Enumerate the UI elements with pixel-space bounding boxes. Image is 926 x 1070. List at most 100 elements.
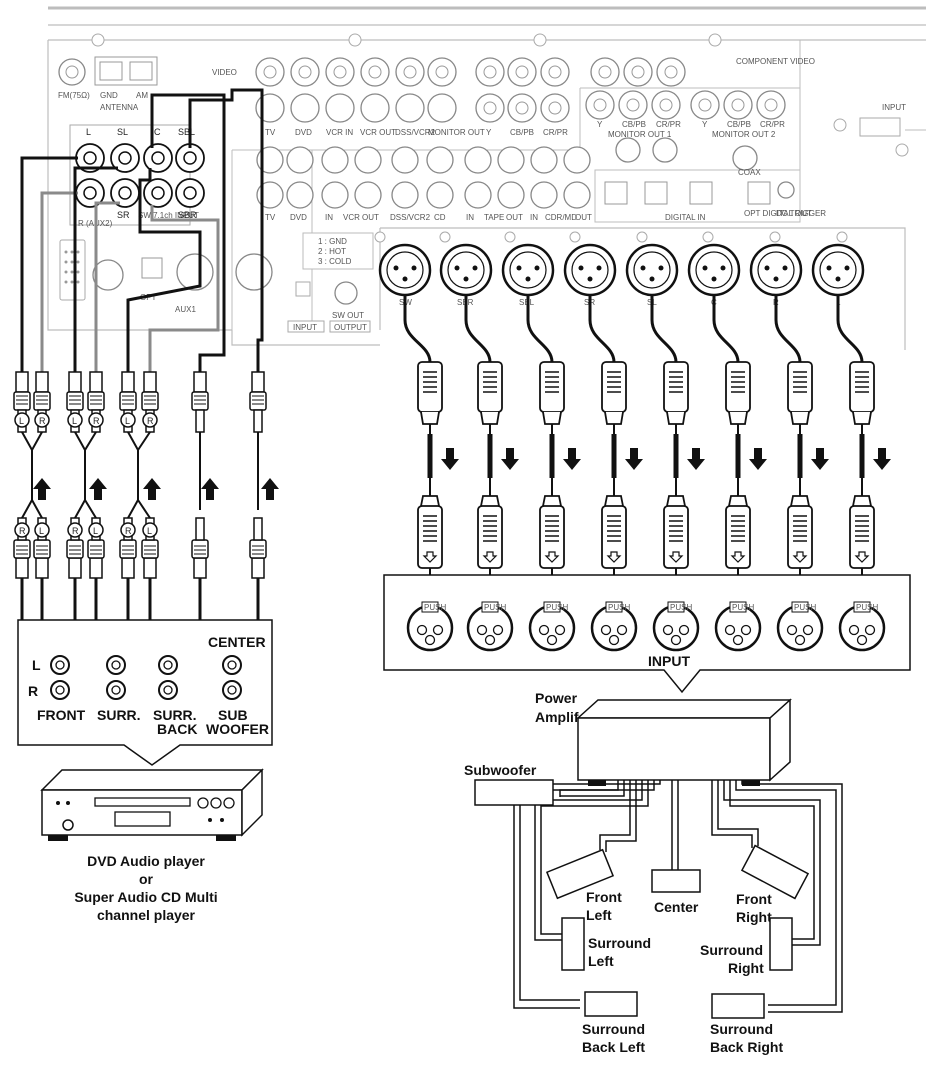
- amp-input-jack: PUSH: [590, 601, 638, 652]
- surround-right-label-1: Surround: [700, 942, 763, 958]
- amp-input-jack: PUSH: [528, 601, 576, 652]
- surround-back-right-label-1: Surround: [710, 1021, 773, 1037]
- amp-input-panel: PUSH PUSH PUSH PUSH PUSH PUSH PUSH PUSH …: [383, 574, 911, 694]
- speaker-surround-right: Surround Right: [700, 917, 793, 976]
- arrow-down-icon: [441, 448, 459, 470]
- player-caption: DVD Audio player or Super Audio CD Multi…: [74, 853, 217, 923]
- surround-right-label-2: Right: [728, 960, 764, 976]
- component-label-cb3: CB/PB: [727, 120, 751, 129]
- input-tag-left: INPUT: [293, 323, 317, 332]
- amp-input-label: INPUT: [648, 653, 690, 669]
- sub-label-2: WOOFER: [206, 721, 269, 737]
- amp-input-jack: PUSH: [838, 601, 886, 652]
- front-right-label-2: Right: [736, 909, 772, 925]
- audio-jack-cdr-in: IN: [530, 213, 538, 222]
- xlr-out-sbl: SBL: [501, 243, 555, 307]
- arrow-down-icon: [563, 448, 581, 470]
- plug-letter-l4: L: [39, 526, 44, 536]
- arrow-down-icon: [501, 448, 519, 470]
- plug-letter-r3: R: [147, 416, 154, 426]
- audio-jack-tape-out: OUT: [506, 213, 523, 222]
- antenna-gnd-label: GND: [100, 91, 118, 100]
- push-label: PUSH: [670, 603, 692, 612]
- push-label: PUSH: [546, 603, 568, 612]
- audio-jack-tape-in: IN: [466, 213, 474, 222]
- plug-letter-r4: R: [19, 526, 26, 536]
- front-right-label-1: Front: [736, 891, 772, 907]
- mc-label-sbr: SBR: [178, 210, 197, 220]
- plug-letter-r2: R: [93, 416, 100, 426]
- surround-back-left-label-1: Surround: [582, 1021, 645, 1037]
- audio-jack-cdr: CDR/MD: [545, 213, 577, 222]
- speaker-surround-back-left: Surround Back Left: [582, 991, 645, 1055]
- amp-input-jack: PUSH: [776, 601, 824, 652]
- player-caption-line-4: channel player: [97, 907, 196, 923]
- video-jack-dvd: DVD: [295, 128, 312, 137]
- player-caption-line-1: DVD Audio player: [87, 853, 205, 869]
- mc-label-c: C: [154, 127, 161, 137]
- xlr-out-l: L: [811, 243, 865, 307]
- arrow-up-icon: [89, 478, 107, 500]
- arrow-down-icon: [687, 448, 705, 470]
- speaker-subwoofer: Subwoofer: [464, 762, 554, 806]
- surround-left-label-1: Surround: [588, 935, 651, 951]
- front-left-label-2: Left: [586, 907, 612, 923]
- push-label: PUSH: [484, 603, 506, 612]
- audio-jack-vcr-out: OUT: [362, 213, 379, 222]
- video-jack-vcr-out: VCR OUT: [360, 128, 396, 137]
- arrow-down-icon: [625, 448, 643, 470]
- push-label: PUSH: [424, 603, 446, 612]
- arrow-down-icon: [811, 448, 829, 470]
- output-tag: OUTPUT: [334, 323, 367, 332]
- coax-label: COAX: [738, 168, 761, 177]
- receiver-rear-panel: FM(75Ω) GND AM ANTENNA VIDEO COMPONENT V…: [47, 6, 926, 350]
- power-amp-label-1: Power: [535, 690, 578, 706]
- power-amplifier: Power Amplifer: [535, 690, 792, 786]
- component-label-cb1: CB/PB: [510, 128, 534, 137]
- xlr-out-sr: SR: [563, 243, 617, 307]
- component-label-y2: Y: [597, 120, 603, 129]
- xlr-cables: [403, 295, 891, 595]
- dc-trigger-label: DC TRIGGER: [776, 209, 826, 218]
- arrow-up-icon: [33, 478, 51, 500]
- audio-jack-vcr: VCR: [343, 213, 360, 222]
- speaker-surround-left: Surround Left: [561, 917, 651, 971]
- player-caption-line-2: or: [139, 871, 154, 887]
- monitor-out-1-label: MONITOR OUT 1: [608, 130, 672, 139]
- amp-input-jack: PUSH: [652, 601, 700, 652]
- component-label-cr1: CR/PR: [543, 128, 568, 137]
- component-label-cr2: CR/PR: [656, 120, 681, 129]
- video-section-label: VIDEO: [212, 68, 237, 77]
- surround-left-label-2: Left: [588, 953, 614, 969]
- audio-jack-dvd: DVD: [290, 213, 307, 222]
- plug-letter-r5: R: [72, 526, 79, 536]
- surround-back-right-label-2: Back Right: [710, 1039, 783, 1055]
- video-jack-tv: TV: [265, 128, 276, 137]
- subwoofer-label: Subwoofer: [464, 762, 537, 778]
- surr-label: SURR.: [97, 707, 141, 723]
- plug-letter-l6: L: [147, 526, 152, 536]
- plug-letter-l1: L: [19, 416, 24, 426]
- video-jack-dss: DSS/VCR2: [395, 128, 436, 137]
- jack-l-label: L: [32, 657, 41, 673]
- push-label: PUSH: [732, 603, 754, 612]
- arrow-up-icon: [261, 478, 279, 500]
- front-label: FRONT: [37, 707, 86, 723]
- sub-label-1: SUB: [218, 707, 248, 723]
- speaker-front-left: Front Left: [545, 848, 622, 923]
- dvd-player-illustration: [40, 768, 264, 841]
- audio-jack-cd: CD: [434, 213, 446, 222]
- sw-out-label: SW OUT: [332, 311, 364, 320]
- antenna-fm-label: FM(75Ω): [58, 91, 90, 100]
- audio-jack-vcr-in: IN: [325, 213, 333, 222]
- audio-jack-dss: DSS/VCR2: [390, 213, 431, 222]
- arrow-down-icon: [873, 448, 891, 470]
- plug-letter-l2: L: [72, 416, 77, 426]
- speaker-front-right: Front Right: [736, 844, 810, 925]
- amp-input-jack: PUSH: [714, 601, 762, 652]
- player-caption-line-3: Super Audio CD Multi: [74, 889, 217, 905]
- mc-label-sw: SW 7.1ch INPUT: [138, 211, 199, 220]
- jack-r-label: R: [28, 683, 38, 699]
- input-tag-right: INPUT: [882, 103, 906, 112]
